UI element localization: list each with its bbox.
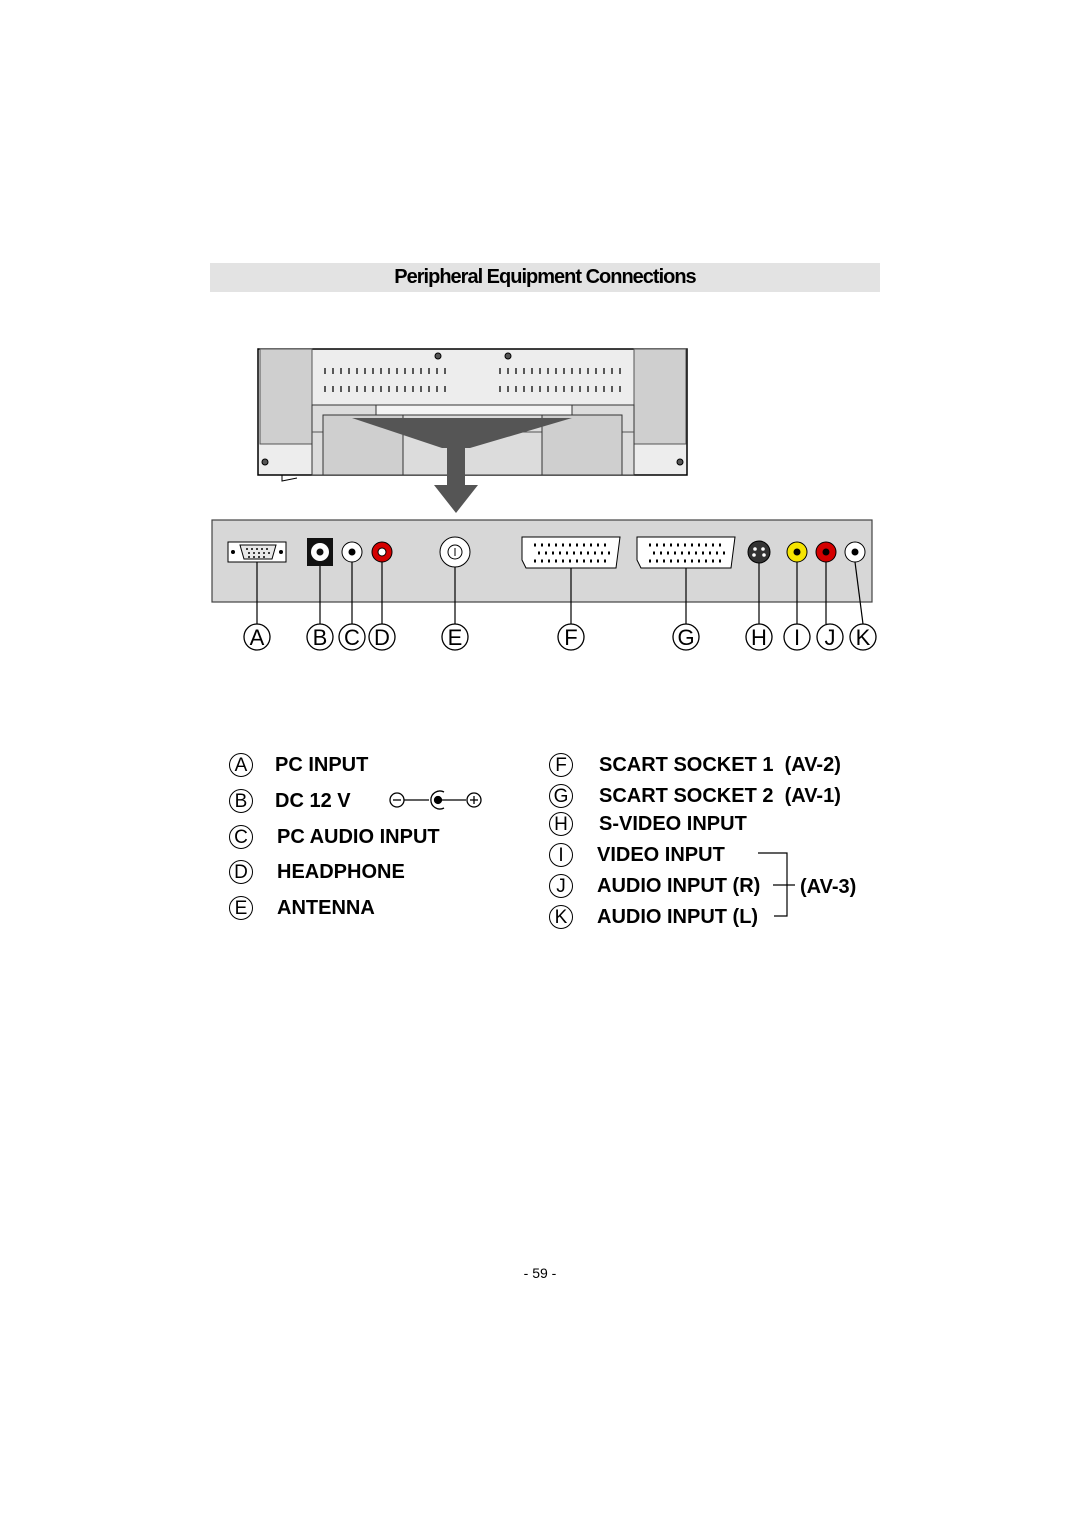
- callout-letter: G: [677, 625, 694, 650]
- legend-letter: E: [229, 896, 253, 920]
- legend-letter: K: [549, 905, 573, 929]
- av3-label: (AV-3): [800, 876, 856, 898]
- audio-l-rca-jack-icon: [844, 541, 866, 563]
- legend-letter: A: [229, 753, 253, 777]
- scart-socket-2-icon: [636, 536, 736, 569]
- legend-item-antenna: E ANTENNA: [229, 896, 375, 920]
- antenna-socket-icon: [439, 536, 471, 568]
- callout-g: G: [672, 623, 700, 651]
- page-number: - 59 -: [523, 1265, 557, 1281]
- legend-label: S-VIDEO INPUT: [599, 812, 747, 835]
- leader-lines: [256, 561, 864, 625]
- callout-letter: B: [313, 625, 328, 650]
- pc-audio-jack-icon: [341, 541, 363, 563]
- legend-item-headphone: D HEADPHONE: [229, 860, 405, 884]
- legend-letter: B: [229, 789, 253, 813]
- legend-label: ANTENNA: [277, 896, 375, 919]
- legend-letter: G: [549, 784, 573, 808]
- callout-e: E: [441, 623, 469, 651]
- legend-letter: H: [549, 812, 573, 836]
- callout-letter: I: [794, 625, 800, 650]
- legend-letter: I: [549, 843, 573, 867]
- callout-a: A: [243, 623, 271, 651]
- callout-b: B: [306, 623, 334, 651]
- legend-label: AUDIO INPUT (R): [597, 874, 761, 897]
- legend-item-video-input: I VIDEO INPUT: [549, 843, 725, 867]
- dc-polarity-icon: [389, 790, 482, 810]
- legend-letter: C: [229, 825, 253, 849]
- legend-item-scart-1: F SCART SOCKET 1 (AV-2): [549, 753, 841, 777]
- callout-letter: J: [825, 625, 836, 650]
- legend-label: DC 12 V: [275, 789, 351, 812]
- av3-bracket: [758, 852, 795, 917]
- callout-h: H: [745, 623, 773, 651]
- legend-letter: F: [549, 753, 573, 777]
- legend-item-scart-2: G SCART SOCKET 2 (AV-1): [549, 784, 841, 808]
- legend-label: PC INPUT: [275, 753, 369, 776]
- vent-slots: [324, 368, 621, 392]
- callout-k: K: [849, 623, 877, 651]
- legend-label: AUDIO INPUT (L): [597, 905, 759, 928]
- callout-i: I: [783, 623, 811, 651]
- legend-letter: J: [549, 874, 573, 898]
- s-video-port-icon: [747, 540, 771, 564]
- callout-d: D: [368, 623, 396, 651]
- scart-socket-1-icon: [521, 536, 621, 569]
- legend-letter: D: [229, 860, 253, 884]
- legend-item-audio-r: J AUDIO INPUT (R): [549, 874, 760, 898]
- legend-item-pc-audio-input: C PC AUDIO INPUT: [229, 825, 440, 849]
- callout-j: J: [816, 623, 844, 651]
- legend-label: HEADPHONE: [277, 860, 405, 883]
- headphone-jack-icon: [371, 541, 393, 563]
- legend-label: PC AUDIO INPUT: [277, 825, 440, 848]
- section-title: Peripheral Equipment Connections: [394, 266, 696, 288]
- callout-f: F: [557, 623, 585, 651]
- callout-letter: D: [374, 625, 390, 650]
- tv-rear-view: [257, 348, 688, 482]
- legend-item-pc-input: A PC INPUT: [229, 753, 368, 777]
- dc-jack-icon: [307, 538, 333, 566]
- callout-letter: C: [344, 625, 360, 650]
- legend-item-s-video: H S-VIDEO INPUT: [549, 812, 747, 836]
- down-arrow-icon: [434, 447, 478, 513]
- legend-label: SCART SOCKET 2 (AV-1): [599, 784, 841, 807]
- video-rca-jack-icon: [786, 541, 808, 563]
- callout-c: C: [338, 623, 366, 651]
- callout-letter: F: [564, 625, 577, 650]
- legend-item-dc-12v: B DC 12 V: [229, 789, 351, 813]
- legend-label: VIDEO INPUT: [597, 843, 725, 866]
- audio-r-rca-jack-icon: [815, 541, 837, 563]
- callout-letter: A: [250, 625, 265, 650]
- legend-item-audio-l: K AUDIO INPUT (L): [549, 905, 758, 929]
- section-title-bar: Peripheral Equipment Connections: [210, 263, 880, 292]
- vga-port-icon: [227, 541, 287, 563]
- callout-letter: E: [448, 625, 463, 650]
- callout-letters: A B C D E F G H I J K: [243, 623, 877, 651]
- connector-panel: [211, 519, 873, 603]
- legend-label: SCART SOCKET 1 (AV-2): [599, 753, 841, 776]
- callout-letter: K: [856, 625, 871, 650]
- callout-letter: H: [751, 625, 767, 650]
- zoom-funnel: [352, 418, 572, 448]
